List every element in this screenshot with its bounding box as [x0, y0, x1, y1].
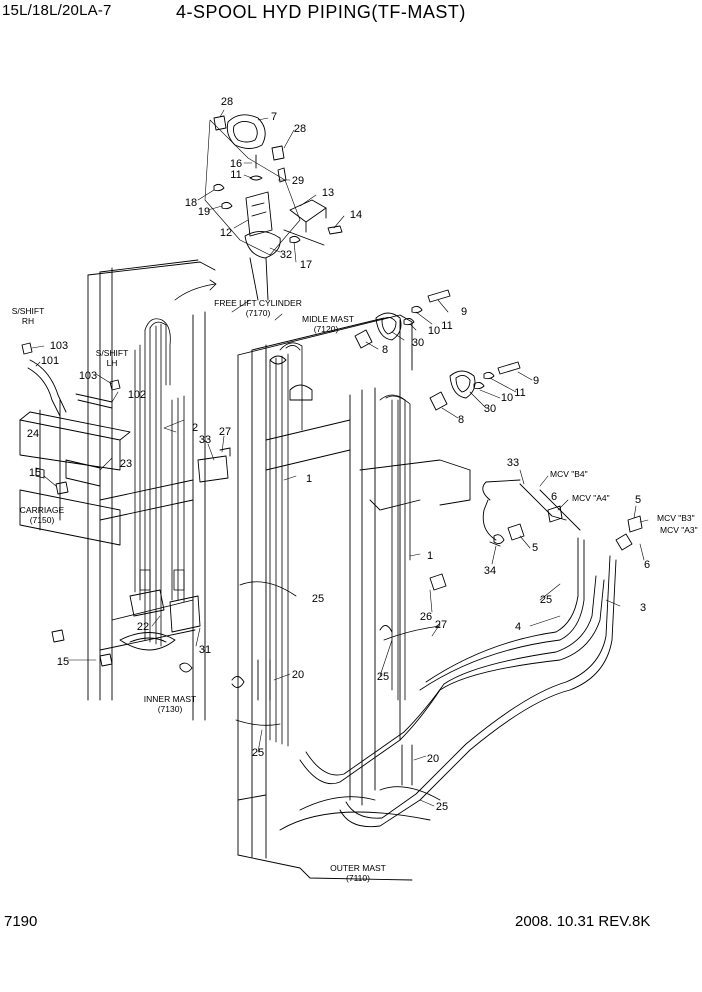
callout-34: 34: [484, 565, 496, 577]
callout-5: 5: [635, 494, 641, 506]
fittings: [21, 342, 643, 786]
callout-5: 5: [532, 542, 538, 554]
top-sheave-assembly: [204, 114, 343, 301]
callout-2: 2: [192, 422, 198, 434]
callout-25: 25: [540, 594, 552, 606]
inner-mast-frame: [87, 259, 245, 721]
callout-30: 30: [412, 337, 424, 349]
callout-102: 102: [128, 389, 146, 401]
callout-18: 18: [185, 197, 197, 209]
callout-8: 8: [458, 414, 464, 426]
callout-3: 3: [640, 602, 646, 614]
callout-15: 15: [57, 656, 69, 668]
callout-24: 24: [27, 428, 39, 440]
callout-9: 9: [461, 306, 467, 318]
midle-mast-sheaves: [354, 289, 521, 411]
callout-27: 27: [219, 426, 231, 438]
callout-10: 10: [428, 325, 440, 337]
callout-25: 25: [312, 593, 324, 605]
callout-10: 10: [501, 392, 513, 404]
callout-7: 7: [271, 111, 277, 123]
callout-33: 33: [199, 434, 211, 446]
callout-13: 13: [322, 187, 334, 199]
label-inner-mast: INNER MAST: [144, 694, 196, 704]
callout-103: 103: [50, 340, 68, 352]
callout-1: 1: [306, 473, 312, 485]
label-sshift-lh-side: LH: [107, 358, 118, 368]
label-outer-mast-no: (7110): [346, 873, 370, 883]
callout-28: 28: [221, 96, 233, 108]
callout-20: 20: [292, 669, 304, 681]
callout-101: 101: [41, 355, 59, 367]
label-sshift-rh: S/SHIFT: [12, 306, 45, 316]
callout-19: 19: [198, 206, 210, 218]
outer-mast-frame: [237, 314, 471, 881]
callout-32: 32: [280, 249, 292, 261]
midle-mast-hoses: [235, 342, 441, 801]
callout-27: 27: [435, 619, 447, 631]
callout-1: 1: [427, 550, 433, 562]
carriage-frame: [19, 399, 131, 546]
label-inner-mast-no: (7130): [158, 704, 183, 714]
label-carriage: CARRIAGE: [20, 505, 65, 515]
callout-26: 26: [420, 611, 432, 623]
callout-29: 29: [292, 175, 304, 187]
callout-11: 11: [230, 169, 241, 181]
leader-lines: [31, 109, 649, 807]
label-mcv-a3: MCV "A3": [660, 525, 698, 535]
label-sshift-rh-side: RH: [22, 316, 34, 326]
callout-20: 20: [427, 753, 439, 765]
callout-16: 16: [230, 158, 242, 170]
callout-11: 11: [441, 320, 452, 332]
callout-11: 11: [514, 387, 525, 399]
callout-25: 25: [252, 747, 264, 759]
model-code: 15L/18L/20LA-7: [2, 2, 112, 19]
callout-4: 4: [515, 621, 521, 633]
label-mcv-b3: MCV "B3": [657, 513, 695, 523]
label-carriage-no: (7150): [30, 515, 55, 525]
label-midle-mast-no: (7120): [314, 324, 339, 334]
callout-31: 31: [199, 644, 211, 656]
label-midle-mast: MIDLE MAST: [302, 314, 354, 324]
inner-mast-hoses: [134, 279, 217, 647]
label-mcv-a4: MCV "A4": [572, 493, 610, 503]
callout-25: 25: [377, 671, 389, 683]
label-outer-mast: OUTER MAST: [330, 863, 386, 873]
revision-date: 2008. 10.31 REV.8K: [515, 913, 651, 930]
hydraulic-tubes: [299, 479, 617, 828]
callout-23: 23: [120, 458, 132, 470]
label-free-lift-cylinder-no: (7170): [246, 308, 271, 318]
callout-22: 22: [137, 621, 149, 633]
callout-14: 14: [350, 209, 362, 221]
callout-8: 8: [382, 344, 388, 356]
callout-28: 28: [294, 123, 306, 135]
label-mcv-b4: MCV "B4": [550, 469, 588, 479]
page-title: 4-SPOOL HYD PIPING(TF-MAST): [176, 2, 466, 22]
callout-25: 25: [436, 801, 448, 813]
callout-6: 6: [551, 491, 557, 503]
label-free-lift-cylinder: FREE LIFT CYLINDER: [214, 298, 302, 308]
callout-9: 9: [533, 375, 539, 387]
callout-15: 15: [29, 467, 41, 479]
callout-6: 6: [644, 559, 650, 571]
label-sshift-lh: S/SHIFT: [96, 348, 129, 358]
callout-17: 17: [300, 259, 312, 271]
callout-30: 30: [484, 403, 496, 415]
callout-12: 12: [220, 227, 232, 239]
page-number: 7190: [4, 913, 38, 930]
callout-103: 103: [79, 370, 97, 382]
callout-33: 33: [507, 457, 519, 469]
